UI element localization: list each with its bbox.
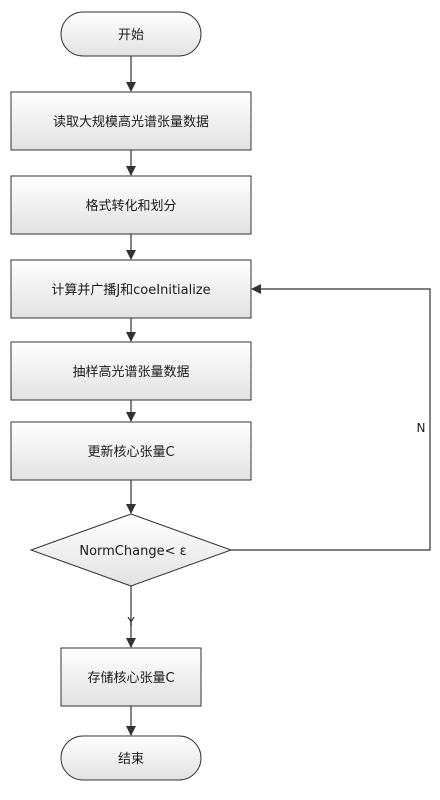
store-node: 存储核心张量C <box>60 647 202 707</box>
start-label: 开始 <box>118 28 144 43</box>
sample-label: 抽样高光谱张量数据 <box>72 364 189 380</box>
decision-node: NormChange< ε <box>29 513 233 587</box>
store-label: 存储核心张量C <box>87 671 174 686</box>
read-data-node: 读取大规模高光谱张量数据 <box>10 91 252 151</box>
sample-node: 抽样高光谱张量数据 <box>10 341 252 401</box>
end-label: 结束 <box>118 752 144 767</box>
yes-label: Y <box>126 615 135 629</box>
arrow-loop-no <box>231 284 431 551</box>
read-data-label: 读取大规模高光谱张量数据 <box>53 114 209 130</box>
decision-label: NormChange< ε <box>79 544 186 559</box>
end-node: 结束 <box>60 735 202 781</box>
format-label: 格式转化和划分 <box>85 198 176 214</box>
update-node: 更新核心张量C <box>10 421 252 481</box>
no-label: N <box>417 421 426 435</box>
compute-label: 计算并广播J和coeInitialize <box>51 283 210 298</box>
start-node: 开始 <box>60 11 202 57</box>
format-node: 格式转化和划分 <box>10 175 252 235</box>
update-label: 更新核心张量C <box>87 444 174 460</box>
compute-node: 计算并广播J和coeInitialize <box>10 259 252 319</box>
